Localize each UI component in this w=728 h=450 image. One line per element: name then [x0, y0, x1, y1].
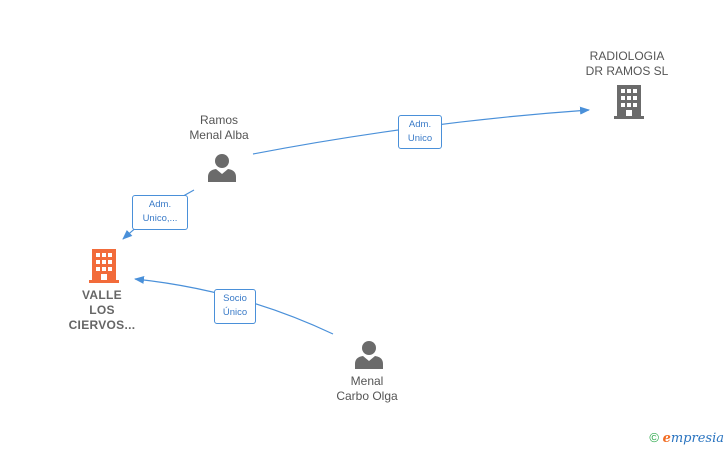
- person-icon[interactable]: [353, 339, 385, 369]
- building-icon[interactable]: [87, 248, 121, 284]
- empresia-logo[interactable]: © empresia: [649, 430, 724, 446]
- building-icon[interactable]: [612, 84, 646, 120]
- edge-label-ramos-valle[interactable]: Adm. Unico,...: [132, 195, 188, 230]
- person-icon[interactable]: [206, 152, 238, 182]
- edge-label-line: Adm.: [148, 199, 172, 210]
- edge-label-menal-valle[interactable]: Socio Único: [214, 289, 256, 324]
- node-label-line: DR RAMOS SL: [585, 64, 669, 78]
- node-label-line: Menal: [350, 374, 384, 388]
- brand-initial: e: [662, 431, 671, 446]
- node-label-menal[interactable]: Menal Carbo Olga: [317, 374, 417, 404]
- edge-label-line: Socio: [223, 293, 247, 304]
- node-label-valle[interactable]: VALLE LOS CIERVOS...: [52, 288, 152, 333]
- node-label-line: CIERVOS...: [68, 318, 136, 332]
- edge-label-line: Unico,...: [142, 213, 178, 224]
- brand-name: mpresia: [670, 431, 724, 446]
- node-label-line: RADIOLOGIA: [589, 49, 665, 63]
- node-label-line: Ramos: [199, 113, 238, 127]
- node-label-line: LOS: [89, 303, 115, 317]
- edge-label-line: Unico: [407, 133, 433, 144]
- node-label-ramos[interactable]: Ramos Menal Alba: [169, 113, 269, 143]
- node-label-radiologia[interactable]: RADIOLOGIA DR RAMOS SL: [567, 49, 687, 79]
- edge-label-line: Único: [222, 307, 248, 318]
- node-label-line: VALLE: [82, 288, 122, 302]
- node-label-line: Menal Alba: [189, 128, 249, 142]
- edge-label-ramos-radiologia[interactable]: Adm. Unico: [398, 115, 442, 149]
- copyright-icon: ©: [649, 430, 659, 445]
- node-label-line: Carbo Olga: [336, 389, 398, 403]
- edge-label-line: Adm.: [408, 119, 432, 130]
